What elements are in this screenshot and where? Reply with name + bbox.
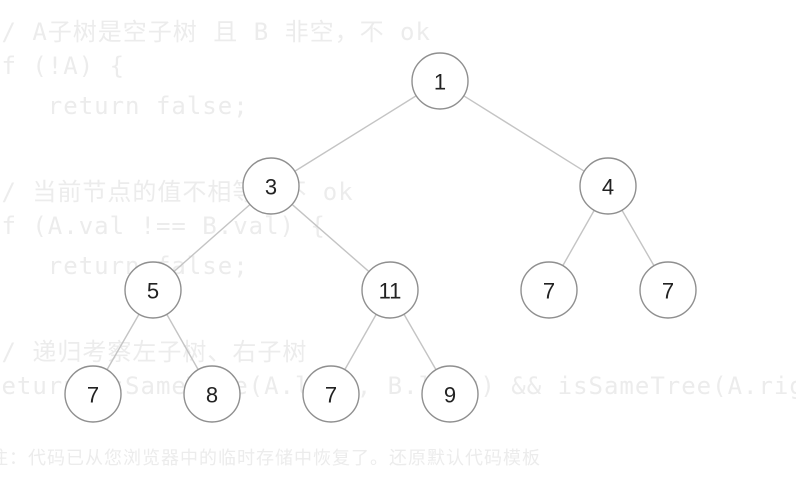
tree-node: 5	[124, 261, 182, 319]
tree-node-circle	[579, 157, 637, 215]
tree-node-value: 11	[379, 279, 402, 304]
tree-node-circle	[639, 261, 697, 319]
tree-node: 8	[183, 365, 241, 423]
tree-nodes: 1 3 4 5 11 7 7 7 8 7 9	[64, 52, 697, 423]
tree-edge-n5-n8	[166, 314, 199, 370]
tree-edge-n11-n7d	[344, 314, 377, 370]
tree-node-value: 7	[543, 279, 555, 304]
tree-node-value: 7	[662, 279, 674, 304]
tree-node: 7	[302, 365, 360, 423]
tree-edge-n4-n7b	[621, 209, 655, 267]
tree-node: 7	[639, 261, 697, 319]
tree-edge-n3-n11	[291, 203, 370, 273]
tree-edge-n1-n3	[294, 95, 417, 172]
tree-node-value: 7	[325, 383, 337, 408]
tree-node: 7	[520, 261, 578, 319]
tree-node: 1	[411, 52, 469, 110]
tree-node-circle	[64, 365, 122, 423]
tree-edge-n4-n7a	[562, 210, 595, 266]
tree-node-value: 1	[434, 70, 446, 95]
tree-node-circle	[520, 261, 578, 319]
tree-node-value: 3	[265, 175, 277, 200]
tree-node: 11	[361, 261, 419, 319]
tree-node-circle	[242, 157, 300, 215]
tree-node-circle	[421, 365, 479, 423]
tree-node-value: 7	[87, 383, 99, 408]
tree-node: 7	[64, 365, 122, 423]
tree-edge-n3-n5	[173, 203, 251, 273]
tree-node-value: 8	[206, 383, 218, 408]
tree-node: 4	[579, 157, 637, 215]
tree-node-value: 9	[444, 383, 456, 408]
tree-edge-n11-n9	[403, 313, 437, 371]
tree-node-value: 5	[147, 279, 159, 304]
tree-node-value: 4	[602, 175, 614, 200]
tree-node-circle	[302, 365, 360, 423]
tree-edge-n1-n4	[463, 95, 585, 172]
tree-node: 3	[242, 157, 300, 215]
tree-node-circle	[411, 52, 469, 110]
tree-node: 9	[421, 365, 479, 423]
tree-node-circle	[124, 261, 182, 319]
tree-edges	[106, 95, 655, 371]
tree-node-circle	[361, 261, 419, 319]
tree-node-circle	[183, 365, 241, 423]
tree-edge-n5-n7c	[106, 313, 140, 371]
